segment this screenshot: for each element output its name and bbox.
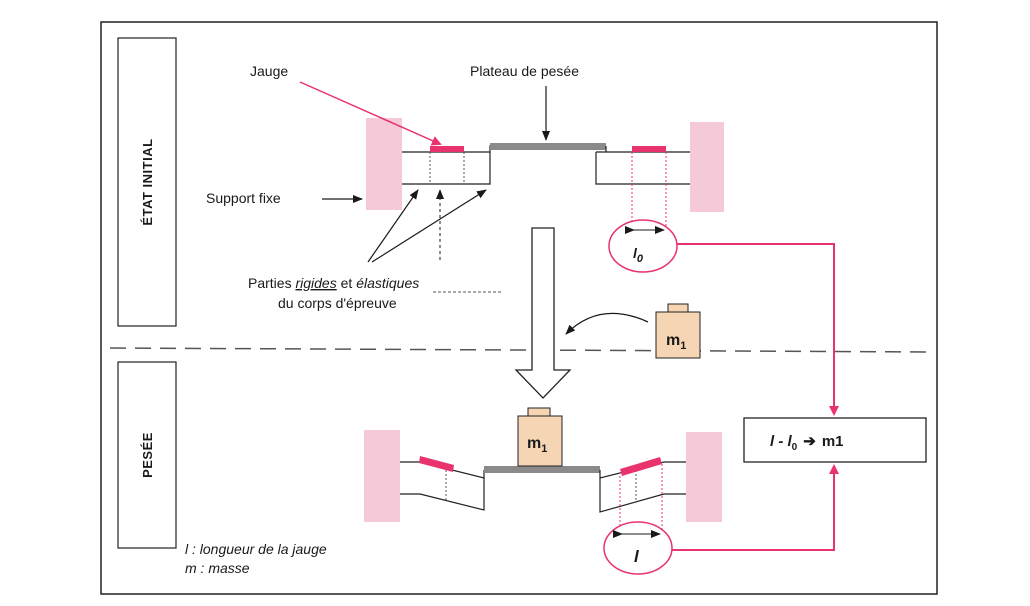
rigid-pointer-1 <box>367 189 419 263</box>
pesee-label: PESÉE <box>140 432 155 478</box>
result-box <box>743 417 927 463</box>
parties-caption-2: du corps d'épreuve <box>278 295 397 311</box>
loaded-sensor <box>364 430 722 532</box>
etat-initial-label: ÉTAT INITIAL <box>140 138 155 225</box>
loaded-right-bottom <box>599 478 686 513</box>
loaded-right-support <box>686 432 722 522</box>
weight-loaded-label: m1 <box>527 435 547 455</box>
jauge-pointer <box>299 81 442 146</box>
etat-initial-box <box>117 37 177 327</box>
parties-caption-1: Parties rigides et élastiques <box>248 275 419 291</box>
state-separator <box>109 347 933 353</box>
loaded-left-bottom <box>400 478 485 511</box>
outer-frame <box>100 21 938 595</box>
right-gauge <box>632 146 666 152</box>
legend-line-1: l : longueur de la jauge <box>185 541 327 557</box>
weight-top: m1 <box>655 303 701 359</box>
transition-arrow <box>514 227 572 399</box>
l-connector <box>672 464 839 551</box>
left-body-bottom <box>402 152 491 185</box>
result-label: l - l0➔m1 <box>770 433 844 453</box>
plateau-label: Plateau de pesée <box>470 63 579 79</box>
l-label: l <box>634 547 640 566</box>
loaded-plateau <box>484 466 600 473</box>
weight-add-arrow <box>565 312 649 335</box>
plateau <box>490 143 606 150</box>
weight-top-label: m1 <box>666 332 686 352</box>
loaded-left-gauge <box>419 456 454 472</box>
weight-loaded: m1 <box>517 407 563 467</box>
left-support <box>366 118 402 210</box>
right-support <box>690 122 724 212</box>
loaded-right-gauge <box>620 457 662 476</box>
legend-line-2: m : masse <box>185 560 250 576</box>
rigid-pointer-2 <box>371 189 487 263</box>
l0-connector <box>677 243 839 416</box>
loaded-left-support <box>364 430 400 522</box>
pesee-box <box>117 361 177 549</box>
right-body-b <box>595 152 690 185</box>
left-gauge <box>430 146 464 152</box>
support-label: Support fixe <box>206 190 281 206</box>
l0-label: l0 <box>633 245 644 265</box>
initial-sensor <box>366 118 724 230</box>
jauge-label: Jauge <box>250 63 288 79</box>
